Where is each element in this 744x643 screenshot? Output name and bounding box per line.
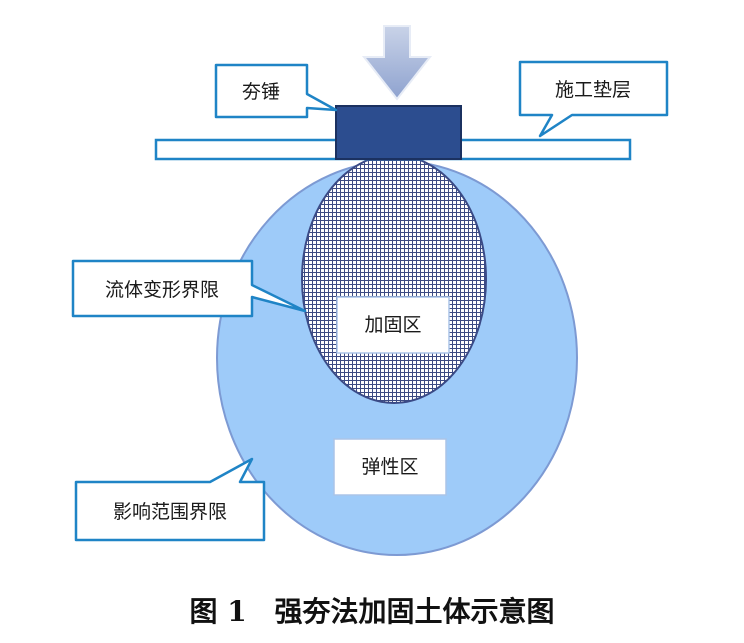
elastic-zone-label-box bbox=[333, 438, 447, 496]
label-influence-boundary: 影响范围界限 bbox=[113, 501, 227, 523]
callout-influence-boundary bbox=[74, 457, 266, 542]
label-reinforced-zone: 加固区 bbox=[364, 314, 421, 336]
figure-caption: 图 1 强夯法加固土体示意图 bbox=[190, 595, 555, 628]
figure-title: 强夯法加固土体示意图 bbox=[274, 595, 554, 628]
label-flow-boundary: 流体变形界限 bbox=[105, 279, 219, 301]
callout-cushion-layer bbox=[518, 60, 669, 138]
reinforced-zone bbox=[301, 154, 487, 404]
hammer-block bbox=[335, 105, 462, 160]
down-arrow-icon bbox=[361, 25, 433, 101]
figure-number: 图 1 bbox=[190, 595, 247, 628]
callout-flow-boundary bbox=[71, 259, 307, 318]
callout-hammer bbox=[214, 63, 338, 119]
label-elastic-zone: 弹性区 bbox=[361, 456, 418, 478]
label-cushion-layer: 施工垫层 bbox=[555, 79, 631, 101]
label-hammer: 夯锤 bbox=[242, 81, 280, 103]
reinforced-zone-label-box bbox=[336, 296, 450, 354]
